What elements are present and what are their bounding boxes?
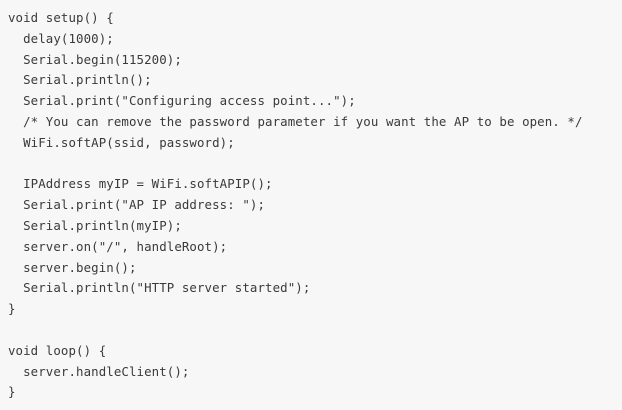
code-line-wifi-softap: WiFi.softAP(ssid, password); xyxy=(8,134,235,150)
code-line-loop-close: } xyxy=(8,384,16,400)
code-line-blank xyxy=(8,154,622,175)
code-line-blank xyxy=(8,320,622,341)
code-line-delay: delay(1000); xyxy=(8,30,114,46)
code-line-serial-println-started: Serial.println("HTTP server started"); xyxy=(8,280,311,296)
code-line-serial-print-ap-ip: Serial.print("AP IP address: "); xyxy=(8,197,266,213)
code-line-loop-signature: void loop() { xyxy=(8,342,107,358)
code-line-server-on: server.on("/", handleRoot); xyxy=(8,238,228,254)
code-line-setup-close: } xyxy=(8,301,16,317)
code-line-ipaddress: IPAddress myIP = WiFi.softAPIP(); xyxy=(8,176,273,192)
code-line-serial-println: Serial.println(); xyxy=(8,72,152,88)
code-line-serial-print-configuring: Serial.print("Configuring access point..… xyxy=(8,93,356,109)
code-line-setup-signature: void setup() { xyxy=(8,10,114,25)
code-line-serial-println-myip: Serial.println(myIP); xyxy=(8,217,182,233)
code-line-comment: /* You can remove the password parameter… xyxy=(8,113,583,129)
code-line-server-begin: server.begin(); xyxy=(8,259,137,275)
code-line-handle-client: server.handleClient(); xyxy=(8,363,190,379)
code-line-serial-begin: Serial.begin(115200); xyxy=(8,51,182,67)
